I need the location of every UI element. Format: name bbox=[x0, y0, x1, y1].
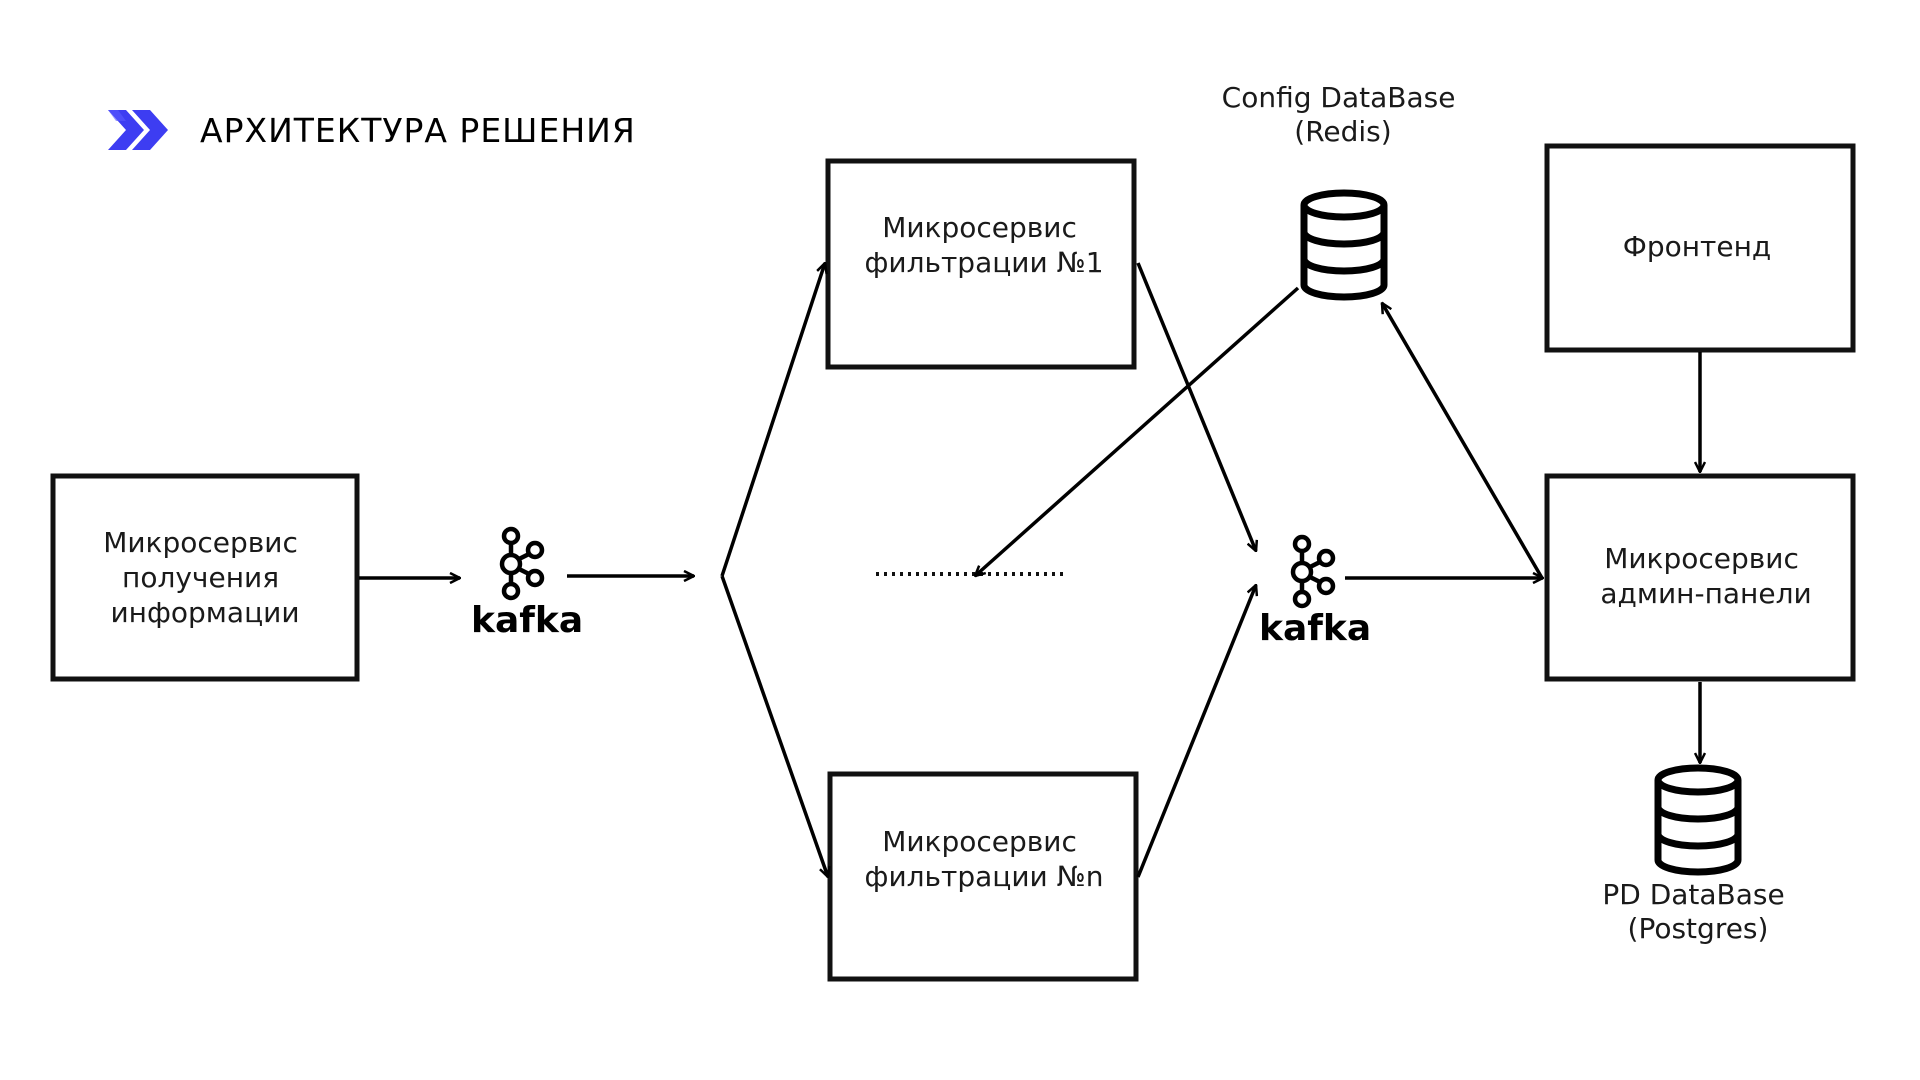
pd-database-label: PD DataBase (Postgres) bbox=[1602, 878, 1793, 945]
kafka-input-node: kafka bbox=[471, 526, 583, 641]
filter-service-1-node: Микросервис фильтрации №1 bbox=[825, 158, 1137, 370]
page-header: АРХИТЕКТУРА РЕШЕНИЯ bbox=[108, 110, 636, 150]
frontend-node: Фронтенд bbox=[1544, 143, 1856, 353]
ingest-service-label: Микросервис получения информации bbox=[103, 526, 307, 629]
arrow-admin-to-config-db bbox=[1380, 303, 1544, 579]
frontend-label: Фронтенд bbox=[1623, 230, 1772, 263]
ingest-service-node: Микросервис получения информации bbox=[50, 473, 360, 682]
arrow-filter-1-to-kafka bbox=[1136, 262, 1256, 551]
filter-service-n-label: Микросервис фильтрации №n bbox=[865, 825, 1104, 893]
frontend-box bbox=[1544, 143, 1856, 353]
database-icon bbox=[1300, 189, 1388, 301]
kafka-icon bbox=[499, 526, 545, 601]
kafka-input-label: kafka bbox=[471, 600, 583, 641]
filter-service-1-label: Микросервис фильтрации №1 bbox=[864, 211, 1103, 279]
admin-service-label: Микросервис админ-панели bbox=[1600, 542, 1811, 610]
arrow-config-db-to-filters bbox=[975, 286, 1300, 576]
admin-service-node: Микросервис админ-панели bbox=[1544, 473, 1856, 682]
arrow-fanout-to-filter-n bbox=[720, 575, 828, 877]
connectors bbox=[359, 263, 1700, 877]
double-chevron-icon bbox=[108, 110, 168, 150]
arrow-filter-n-to-kafka bbox=[1136, 585, 1256, 878]
ingest-service-box bbox=[50, 473, 360, 682]
config-database-node: Config DataBase (Redis) bbox=[1222, 81, 1465, 301]
filter-service-1-box bbox=[825, 158, 1137, 370]
database-icon bbox=[1654, 764, 1742, 876]
pd-database-node: PD DataBase (Postgres) bbox=[1602, 764, 1793, 945]
kafka-output-node: kafka bbox=[1259, 534, 1371, 649]
filter-service-n-node: Микросервис фильтрации №n bbox=[827, 771, 1139, 982]
admin-service-box bbox=[1544, 473, 1856, 682]
kafka-icon bbox=[1290, 534, 1336, 609]
config-database-label: Config DataBase (Redis) bbox=[1222, 81, 1465, 148]
arrow-fanout-to-filter-1 bbox=[720, 263, 825, 577]
kafka-output-label: kafka bbox=[1259, 608, 1371, 649]
page-title: АРХИТЕКТУРА РЕШЕНИЯ bbox=[200, 111, 636, 150]
